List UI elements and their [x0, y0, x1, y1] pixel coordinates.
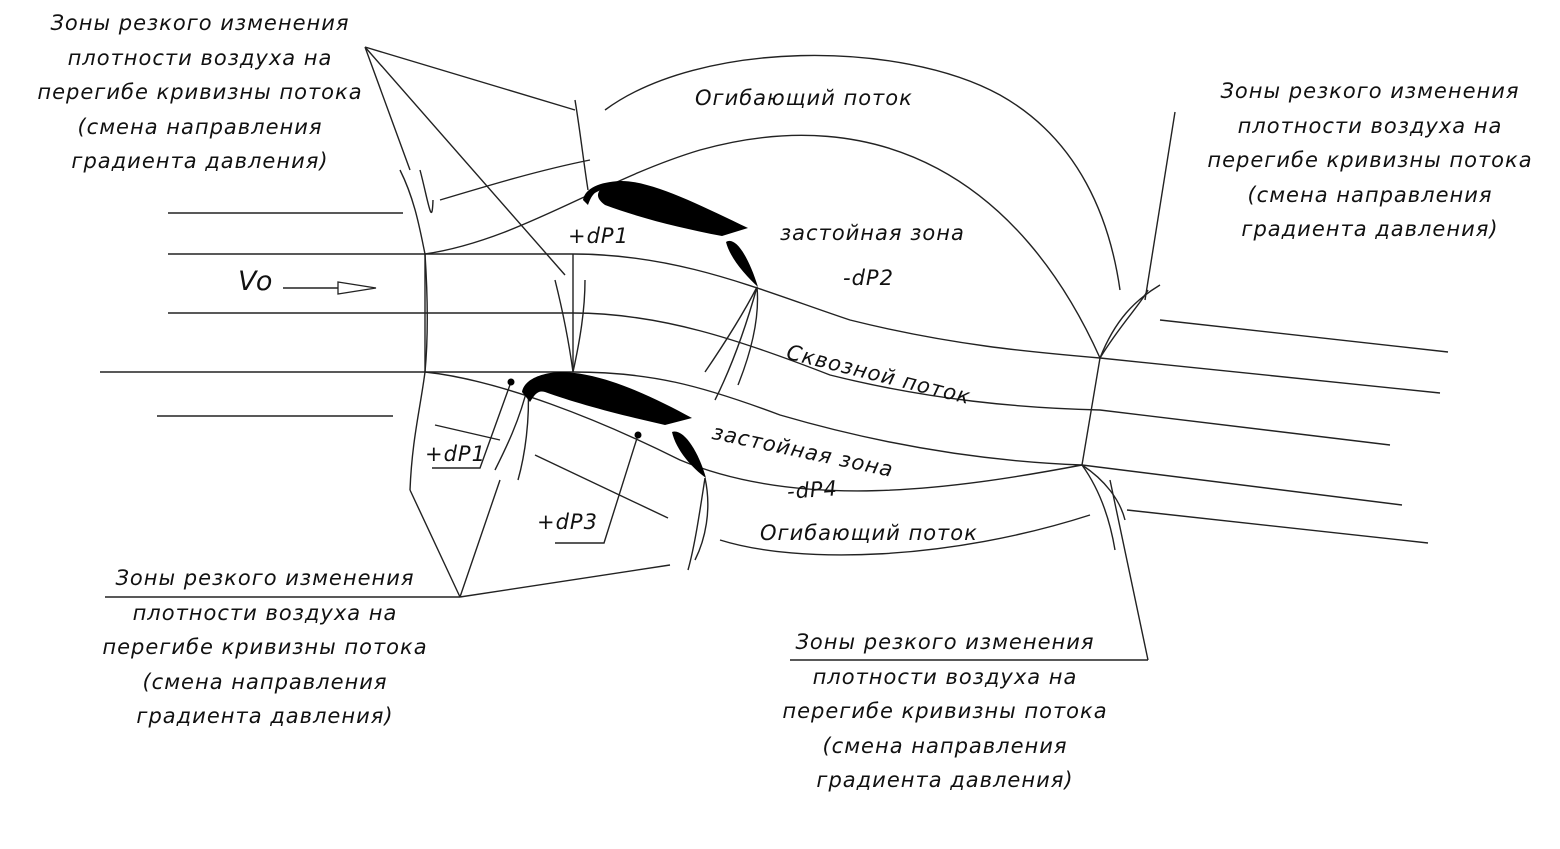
label-line: (смена направления [77, 114, 323, 139]
zone-label-top-left: Зоны резкого изменения плотности воздуха… [20, 6, 380, 179]
label-line: Зоны резкого изменения [50, 11, 350, 35]
label-line: Зоны резкого изменения [115, 566, 415, 590]
label-line: плотности воздуха на [812, 664, 1078, 689]
label-line: Зоны резкого изменения [795, 630, 1095, 654]
dp4-label: -dP4 [786, 476, 839, 504]
enveloping-flow-bottom: Огибающий поток [760, 521, 978, 545]
label-line: градиента давления) [1241, 217, 1499, 241]
label-line: (смена направления [1247, 182, 1493, 207]
enveloping-flow-top: Огибающий поток [695, 86, 913, 110]
label-line: (смена направления [822, 733, 1068, 758]
dp3-label: +dP3 [537, 510, 598, 534]
lower-wing [522, 372, 706, 478]
label-line: перегибе кривизны потока [37, 80, 363, 104]
dp2-label: -dP2 [843, 266, 894, 290]
label-line: плотности воздуха на [132, 600, 398, 625]
label-line: перегибе кривизны потока [102, 635, 428, 659]
zone-label-top-right: Зоны резкого изменения плотности воздуха… [1190, 74, 1550, 247]
label-line: градиента давления) [71, 149, 329, 173]
upper-wing [583, 180, 758, 287]
zone-label-bottom-right: Зоны резкого изменения плотности воздуха… [765, 625, 1125, 798]
label-line: градиента давления) [816, 768, 1074, 792]
leader-lines [105, 46, 1176, 661]
dp1-lower-label: +dP1 [425, 442, 486, 466]
label-line: (смена направления [142, 669, 388, 694]
label-line: плотности воздуха на [67, 45, 333, 70]
label-line: градиента давления) [136, 704, 394, 728]
label-line: плотности воздуха на [1237, 113, 1503, 138]
label-line: Зоны резкого изменения [1220, 79, 1520, 103]
stagnant-zone-top: застойная зона [780, 221, 965, 245]
velocity-label: Vo [238, 266, 274, 297]
density-zone-marks [399, 99, 1161, 571]
dp1-upper-label: +dP1 [568, 224, 629, 248]
label-line: перегибе кривизны потока [1207, 148, 1533, 172]
label-line: перегибе кривизны потока [782, 699, 1108, 723]
zone-label-bottom-left: Зоны резкого изменения плотности воздуха… [85, 561, 445, 734]
